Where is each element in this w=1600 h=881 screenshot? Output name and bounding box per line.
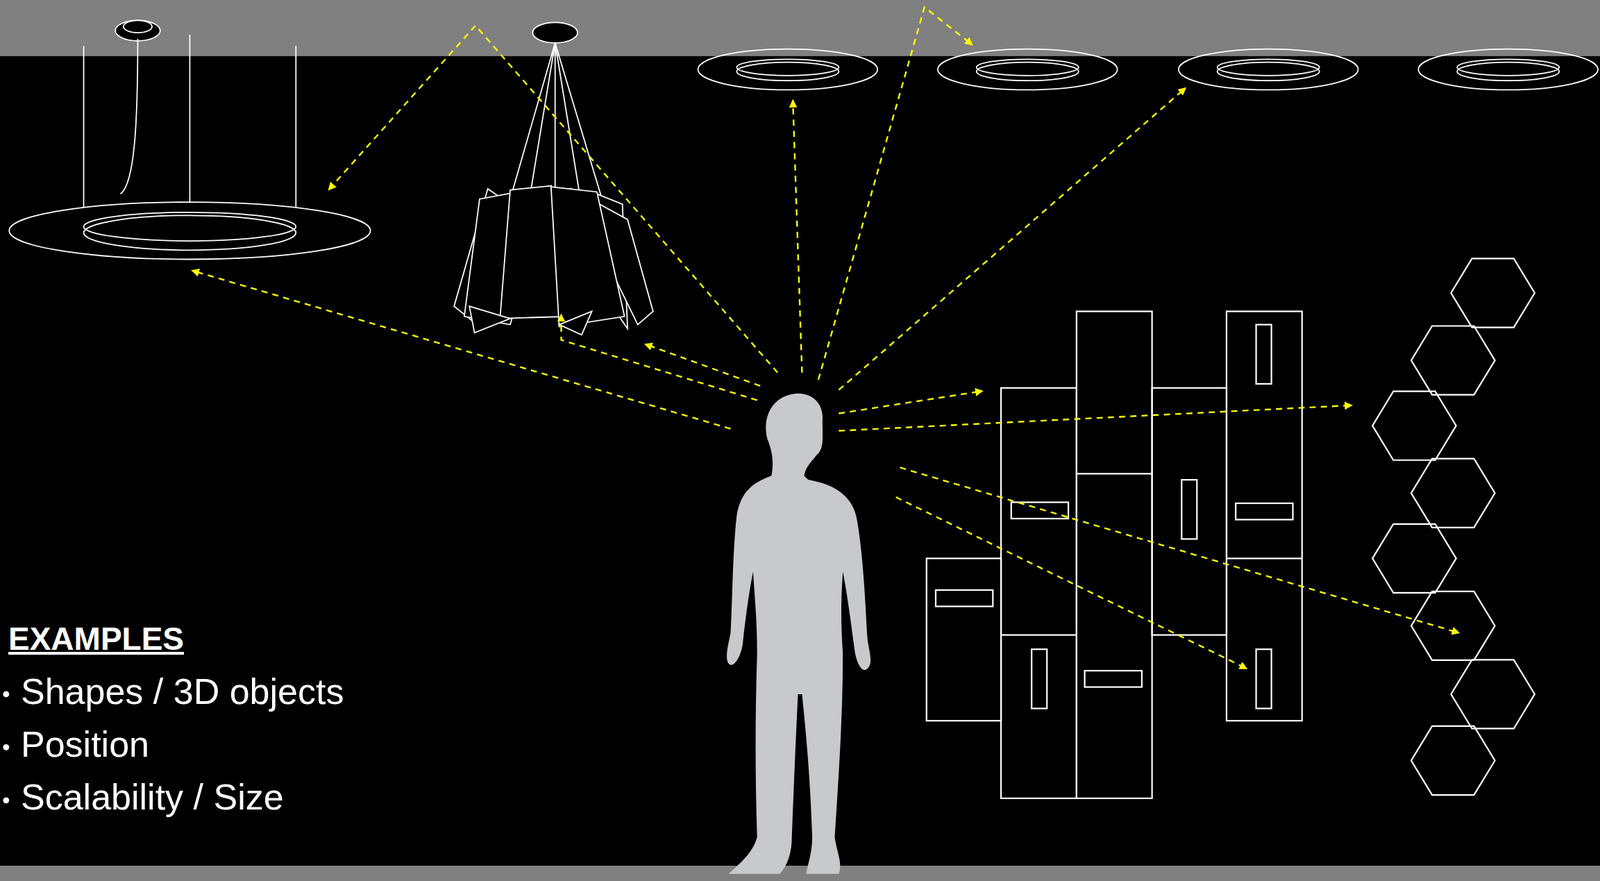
hexagon-tile bbox=[1411, 726, 1496, 795]
list-item: Scalability / Size bbox=[20, 777, 284, 818]
sight-arrows bbox=[191, 6, 1460, 669]
ceiling-disks bbox=[697, 49, 1598, 91]
ceiling-bar bbox=[0, 0, 1600, 57]
hexagon-tiles bbox=[1372, 258, 1535, 795]
list-item: Position bbox=[20, 724, 150, 765]
hexagon-tile bbox=[1411, 458, 1496, 528]
hexagon-tile bbox=[1450, 659, 1535, 729]
hexagon-tile bbox=[1372, 524, 1457, 593]
hexagon-tile bbox=[1411, 326, 1496, 395]
hexagon-tile bbox=[1411, 591, 1496, 661]
list-bullets bbox=[2, 690, 10, 804]
hexagon-tile bbox=[1372, 391, 1457, 461]
person-silhouette bbox=[726, 393, 871, 874]
wall-panels bbox=[926, 310, 1303, 798]
floor-bar bbox=[0, 865, 1600, 881]
list-item: Shapes / 3D objects bbox=[20, 671, 344, 712]
list-heading: EXAMPLES bbox=[8, 621, 184, 657]
hexagon-tile bbox=[1450, 258, 1535, 327]
ring-pendant bbox=[9, 20, 370, 259]
origami-pendant bbox=[453, 22, 654, 335]
